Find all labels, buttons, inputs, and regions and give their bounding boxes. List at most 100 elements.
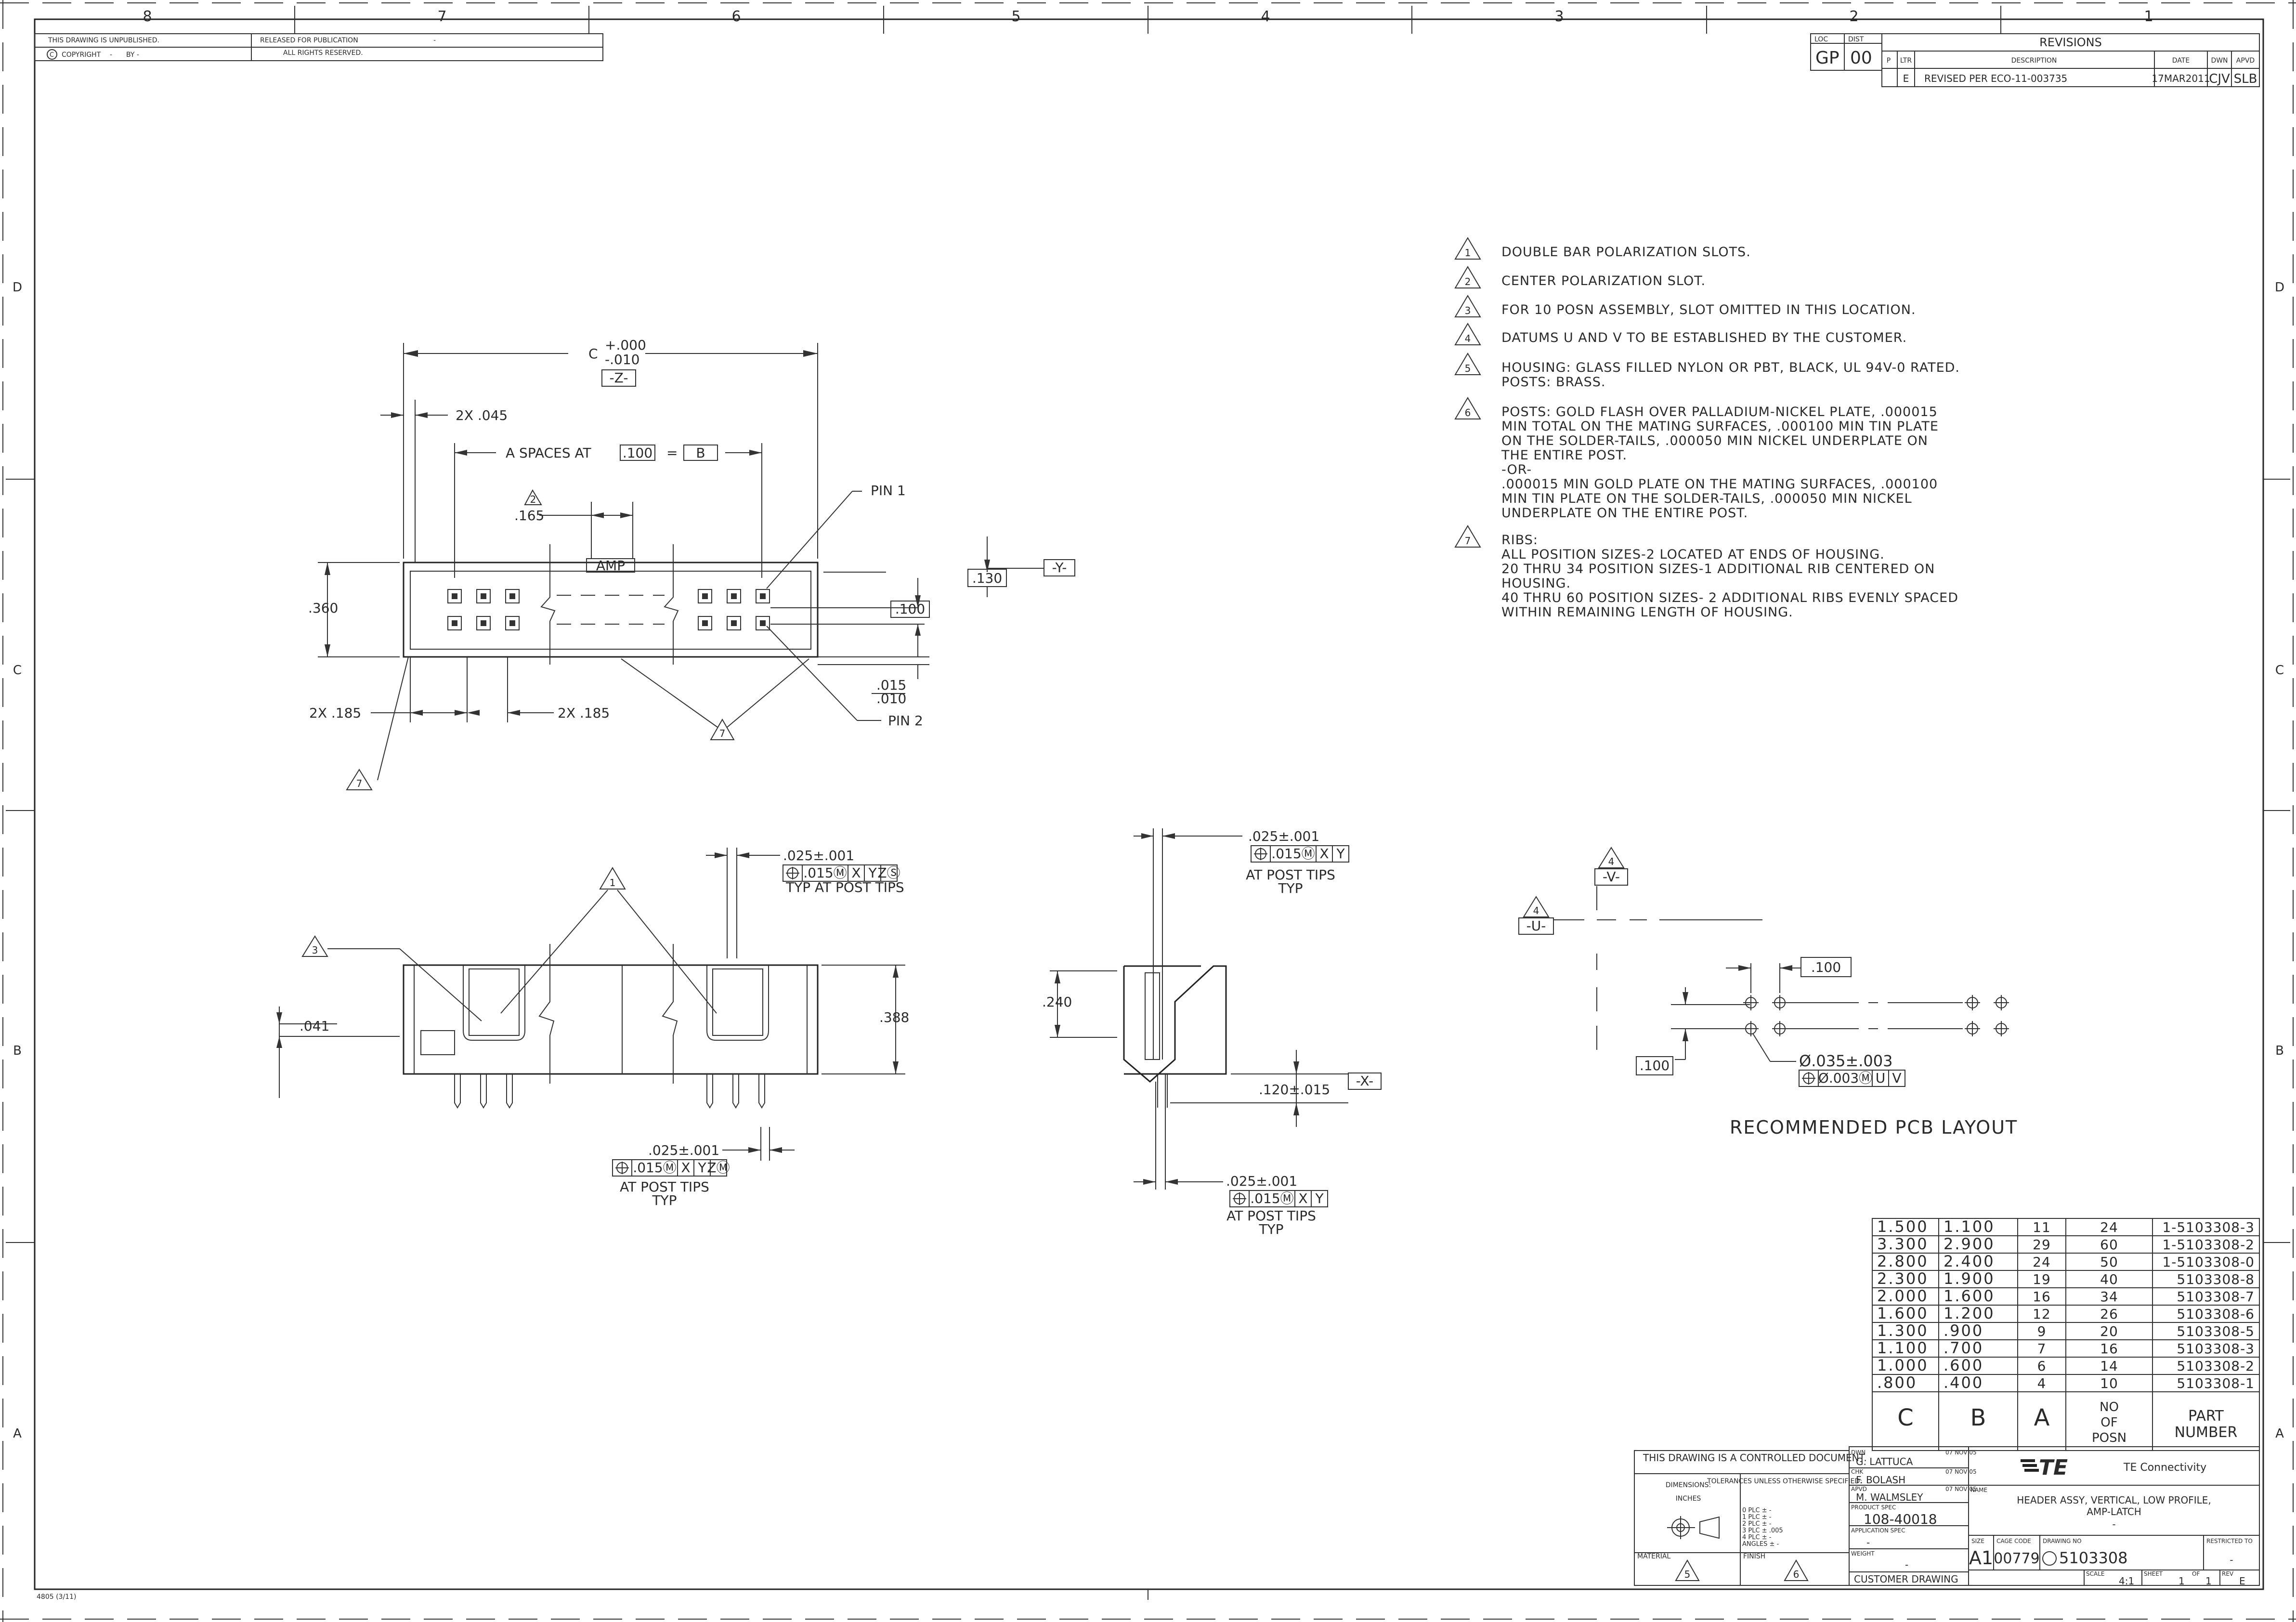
post-center: [509, 593, 515, 599]
fcf-cell: Y: [868, 865, 877, 881]
note-line: HOUSING.: [1501, 576, 1571, 591]
scale-value: 4:1: [2119, 1575, 2134, 1587]
te-logo-text: TE: [2039, 1455, 2068, 1480]
table-cell: 16: [2033, 1289, 2051, 1305]
front-view-posts: [454, 1074, 765, 1109]
unpublished-text: THIS DRAWING IS UNPUBLISHED.: [48, 37, 159, 44]
released-text: RELEASED FOR PUBLICATION: [260, 37, 358, 44]
dwg-label: DRAWING NO: [2043, 1538, 2082, 1544]
note-number: 4: [1465, 333, 1471, 344]
table-cell: 20: [2100, 1323, 2118, 1339]
app-spec-value: -: [1866, 1537, 1870, 1548]
fcf-cell: X: [851, 865, 861, 881]
datum-z-box: [601, 369, 636, 387]
solder-tail: [454, 1074, 461, 1109]
dim-130: .130: [972, 570, 1002, 586]
post-square: [727, 589, 741, 603]
material-label: MATERIAL: [1637, 1553, 1670, 1560]
table-cell: 9: [2037, 1323, 2047, 1339]
customer-drawing: CUSTOMER DRAWING: [1854, 1573, 1958, 1585]
note-flag-4: [1454, 323, 1481, 345]
note-7-flag-b: [346, 769, 373, 790]
rev-header-p: P: [1887, 57, 1891, 65]
note-line: DOUBLE BAR POLARIZATION SLOTS.: [1501, 245, 1751, 260]
post-center: [509, 620, 515, 626]
note-4-flag-b: [1523, 896, 1550, 917]
table-cell: 60: [2100, 1237, 2118, 1253]
finish-label: FINISH: [1743, 1553, 1765, 1560]
table-cell: 6: [2037, 1358, 2047, 1374]
hole-diameter: Ø.035±.003: [1799, 1052, 1893, 1070]
table-cell: 26: [2100, 1306, 2118, 1322]
fcf-cell: ZⓈ: [877, 865, 900, 881]
fcf-cell: Y: [1315, 1190, 1324, 1206]
fcf-cell: .015Ⓜ: [1250, 1190, 1293, 1206]
side-typ-b: TYP: [1258, 1221, 1283, 1237]
datum-z: -Z-: [610, 370, 628, 386]
dimensions-label: DIMENSIONS:: [1666, 1481, 1711, 1489]
tolerance-line: ANGLES ± -: [1742, 1541, 1779, 1548]
note-line: UNDERPLATE ON THE ENTIRE POST.: [1501, 506, 1748, 521]
at-post-tips-front: AT POST TIPS: [620, 1179, 709, 1195]
table-cell: 2.000: [1877, 1287, 1929, 1305]
note-3-flag: [301, 935, 328, 957]
zone-col-7: 7: [437, 8, 446, 25]
fcf-cell: Ø.003Ⓜ: [1818, 1070, 1872, 1086]
dim-2x-185-right: 2X .185: [558, 705, 610, 721]
rev-desc: REVISED PER ECO-11-003735: [1924, 73, 2067, 84]
note-number: 7: [1465, 535, 1471, 547]
table-cell: .700: [1944, 1339, 1983, 1357]
note-4b-num: 4: [1533, 905, 1539, 916]
dim-388: .388: [879, 1009, 909, 1025]
side-typ: TYP: [1278, 880, 1303, 896]
post-square: [476, 616, 491, 630]
loc-value: GP: [1815, 48, 1839, 68]
table-cell: 14: [2100, 1358, 2118, 1374]
table-cell: 5103308-1: [2177, 1375, 2255, 1391]
of-label: OF: [2192, 1570, 2200, 1577]
dim-010: .010: [876, 691, 906, 706]
zone-row-b-right: B: [2275, 1044, 2284, 1058]
zone-col-3: 3: [1554, 8, 1564, 25]
note-line: RIBS:: [1501, 533, 1538, 548]
pitch-basic: .100: [623, 445, 652, 461]
rev-dwn: CJV: [2209, 72, 2230, 86]
typ-at-post-tips: TYP AT POST TIPS: [785, 879, 904, 895]
tolerance-line: 2 PLC ± -: [1742, 1520, 1772, 1528]
b-basic: B: [696, 445, 705, 461]
table-cell: 1-5103308-3: [2162, 1219, 2255, 1235]
zone-row-d-right: D: [2275, 280, 2284, 295]
apvd-label: APVD: [1851, 1486, 1867, 1492]
table-cell: .900: [1944, 1321, 1983, 1340]
fcf-cell: Y: [1336, 846, 1345, 862]
fcf-cell: X: [1319, 846, 1329, 862]
note-line: DATUMS U AND V TO BE ESTABLISHED BY THE …: [1501, 330, 1907, 345]
table-cell: 10: [2100, 1375, 2118, 1391]
note-line: HOUSING: GLASS FILLED NYLON OR PBT, BLAC…: [1501, 360, 1960, 375]
post-square: [727, 616, 741, 630]
note-flag-2: [1454, 266, 1481, 288]
fcf-cell: .015Ⓜ: [803, 865, 847, 881]
note-line: -OR-: [1501, 462, 1532, 477]
a-spaces-text: A SPACES AT: [506, 445, 591, 461]
product-spec-value: 108-40018: [1864, 1511, 1937, 1527]
datum-u: -U-: [1526, 918, 1546, 934]
dim-120: .120±.015: [1259, 1082, 1330, 1098]
note-3-num: 3: [312, 944, 318, 956]
pcb-dim-100-top: .100: [1811, 959, 1841, 975]
table-cell: 4: [2037, 1375, 2047, 1391]
tolerances-label: TOLERANCES UNLESS OTHERWISE SPECIFIED:: [1707, 1478, 1862, 1485]
note-flag-7: [1454, 525, 1481, 548]
material-note-num: 5: [1684, 1569, 1691, 1580]
top-view: AMP C +.000 -.010 -Z- 2X .045 A SPAC: [308, 337, 1075, 790]
top-view-housing: [403, 562, 819, 658]
note-line: POSTS: BRASS.: [1501, 375, 1606, 390]
table-cell: 34: [2100, 1289, 2118, 1305]
note-flag-5: [1454, 353, 1481, 375]
loc-dist-box: LOC DIST GP 00: [1810, 33, 1882, 71]
post-square: [756, 616, 770, 630]
controlled-doc-text: THIS DRAWING IS A CONTROLLED DOCUMENT.: [1643, 1452, 1867, 1464]
